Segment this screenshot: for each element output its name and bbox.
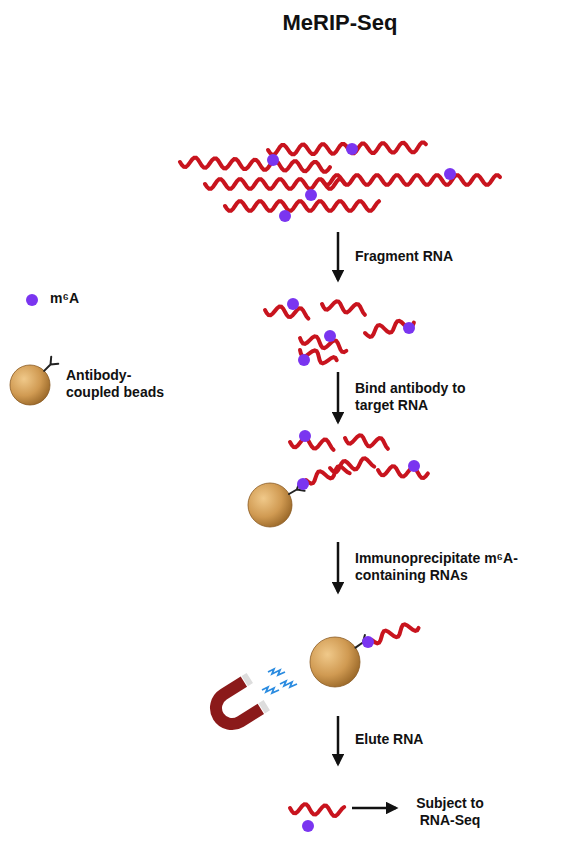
antibody-bead — [310, 635, 371, 687]
legend-samples — [10, 294, 58, 405]
magnetic-spark — [268, 669, 285, 675]
rna-strand — [290, 438, 334, 450]
rna-strand — [300, 336, 346, 352]
m6a-dot — [299, 430, 311, 442]
rna-strand — [372, 624, 419, 643]
m6a-dot — [403, 322, 415, 334]
step-arrow — [337, 232, 340, 280]
magnetic-spark — [262, 687, 279, 693]
m6a-dot — [287, 298, 299, 310]
m6a-dot — [444, 168, 456, 180]
rna-strand — [268, 143, 426, 155]
rna-illustration — [180, 143, 500, 832]
m6a-dot — [362, 636, 374, 648]
antibody-arm — [41, 357, 59, 375]
m6a-dot — [298, 354, 310, 366]
antibody-bead — [248, 482, 305, 527]
step-label: Fragment RNA — [355, 248, 555, 265]
rna-strand — [265, 306, 308, 318]
rna-strand — [290, 804, 344, 816]
antibody — [41, 357, 59, 375]
step-arrow — [337, 716, 340, 764]
legend-label: m⁶A — [50, 290, 130, 307]
magnetic-spark — [280, 681, 297, 687]
diagram-title: MeRIP-Seq — [240, 10, 440, 36]
rna-strand — [322, 301, 365, 315]
rna-strand — [180, 158, 330, 172]
m6a-dot — [346, 143, 358, 155]
bead — [310, 637, 360, 687]
rna-strand — [322, 175, 500, 185]
legend-swatch — [26, 294, 38, 306]
m6a-dot — [408, 460, 420, 472]
step-label: Immunoprecipitate m⁶A-containing RNAs — [355, 550, 520, 584]
rna-strand — [225, 201, 379, 211]
magnet-body — [210, 682, 261, 730]
m6a-dot — [297, 478, 309, 490]
step-arrow — [337, 372, 340, 422]
rna-strand — [378, 466, 428, 478]
step-arrow — [352, 807, 396, 810]
step-arrow — [337, 542, 340, 592]
legend-label: Antibody-coupled beads — [66, 367, 166, 401]
step-label: Bind antibody to target RNA — [355, 380, 480, 414]
m6a-dot — [302, 820, 314, 832]
m6a-dot — [305, 189, 317, 201]
rna-strand — [205, 179, 345, 189]
step-label: Elute RNA — [355, 731, 555, 748]
m6a-dot — [324, 330, 336, 342]
rna-strand — [306, 466, 350, 483]
bead — [248, 483, 292, 527]
rna-strand — [345, 435, 388, 449]
m6a-dot — [279, 210, 291, 222]
antibody-bead — [10, 357, 58, 405]
step-label: Subject to RNA-Seq — [405, 795, 495, 829]
m6a-dot — [267, 154, 279, 166]
magnet — [207, 675, 268, 736]
magnet-pole — [244, 675, 267, 712]
